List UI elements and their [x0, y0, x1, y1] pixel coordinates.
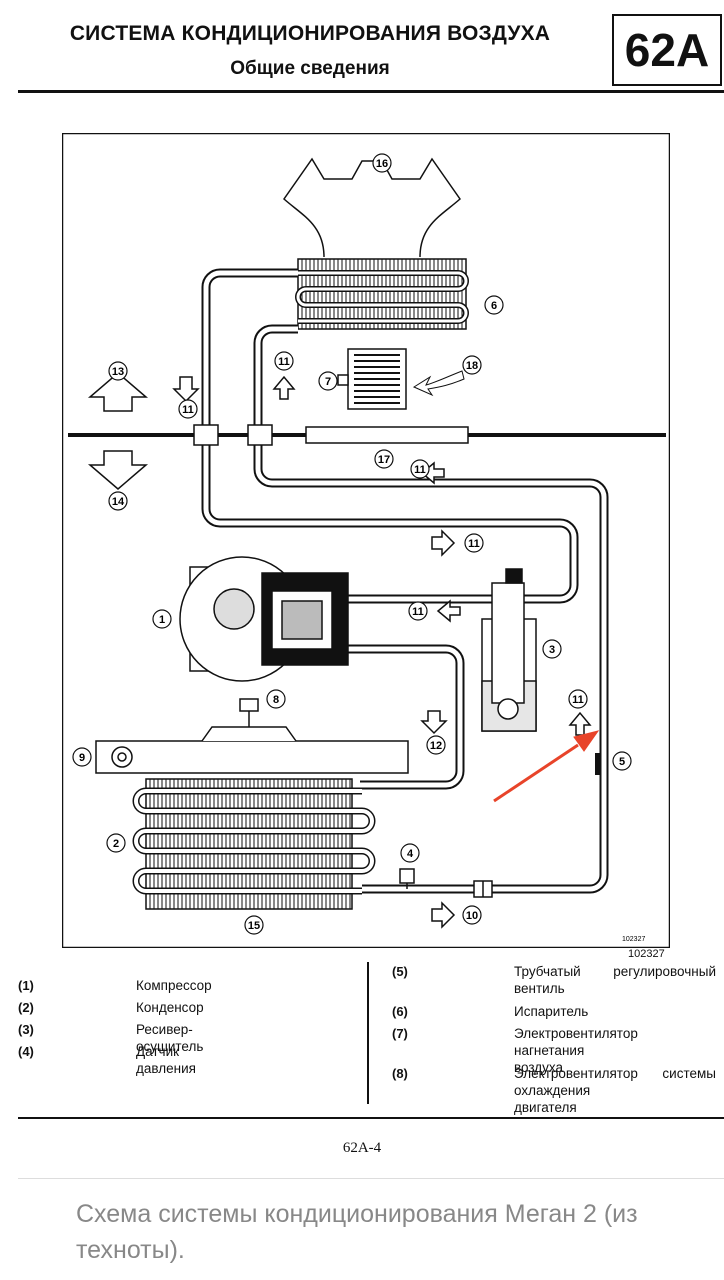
callout-3: 3: [542, 639, 562, 659]
svg-text:17: 17: [378, 454, 390, 466]
svg-text:16: 16: [376, 158, 388, 170]
legend-num-8: (8): [392, 1066, 408, 1081]
callout-8: 8: [266, 689, 286, 709]
callout-10: 10: [462, 905, 482, 925]
section-badge: 62A: [612, 14, 722, 86]
callout-6: 6: [484, 295, 504, 315]
svg-text:12: 12: [430, 740, 442, 752]
callout-13: 13: [108, 361, 128, 381]
legend-num-5: (5): [392, 964, 408, 979]
page-number: 62A-4: [342, 1140, 382, 1156]
callout-11-4: 11: [464, 533, 484, 553]
legend-item-fan-line2: охлаждения двигателя: [514, 1083, 591, 1115]
blower-fan: [337, 348, 407, 410]
svg-text:11: 11: [278, 356, 290, 368]
svg-text:11: 11: [412, 606, 424, 618]
svg-text:13: 13: [112, 366, 124, 378]
evaporator: [295, 258, 469, 330]
valve-marker-5: [595, 753, 601, 775]
legend-num-3: (3): [18, 1022, 34, 1037]
legend-num-4: (4): [18, 1044, 34, 1059]
figure-number: 102327: [628, 948, 665, 960]
svg-text:9: 9: [79, 752, 85, 764]
svg-text:8: 8: [273, 694, 279, 706]
callout-11-3: 11: [410, 459, 430, 479]
callout-11-2: 11: [178, 399, 198, 419]
callout-9: 9: [72, 747, 92, 767]
legend-item-valve-line2: вентиль: [514, 981, 565, 996]
callout-11: 11: [274, 351, 294, 371]
legend-item-fan-line1: Электровентилятор системы: [514, 1066, 716, 1081]
callout-16: 16: [372, 153, 392, 173]
svg-text:5: 5: [619, 756, 625, 768]
legend-item-pressure-sensor: Датчик давления: [136, 1044, 196, 1076]
svg-text:11: 11: [182, 404, 194, 416]
svg-text:7: 7: [325, 376, 331, 388]
svg-text:11: 11: [468, 538, 480, 550]
legend-num-2: (2): [18, 1000, 34, 1015]
receiver-drier: [481, 568, 537, 732]
legend-item-valve-line1: Трубчатый регулировочный: [514, 964, 716, 979]
air-out-arrow: [283, 157, 461, 258]
image-caption: Схема системы кондиционирования Меган 2 …: [76, 1200, 638, 1264]
callout-18: 18: [462, 355, 482, 375]
pressure-sensor: [399, 868, 415, 889]
callout-2: 2: [106, 833, 126, 853]
footer-divider: [18, 1117, 724, 1119]
svg-text:14: 14: [112, 496, 125, 508]
svg-text:15: 15: [248, 920, 260, 932]
callout-7: 7: [318, 371, 338, 391]
svg-text:3: 3: [549, 644, 555, 656]
airflow-arrows: [87, 372, 592, 929]
svg-text:18: 18: [466, 360, 478, 372]
radiator-bar: [95, 698, 409, 774]
callout-11-5: 11: [408, 601, 428, 621]
annotation-arrow: [493, 730, 600, 803]
callout-11-6: 11: [568, 689, 588, 709]
legend-num-1: (1): [18, 978, 34, 993]
legend-item-condenser: Конденсор: [136, 1000, 204, 1015]
svg-text:10: 10: [466, 910, 478, 922]
small-figure-code: 102327: [622, 936, 645, 943]
section-subtitle: Общие сведения: [230, 58, 390, 79]
airflow-arrow-18: [412, 370, 465, 397]
callout-12: 12: [426, 735, 446, 755]
callout-4: 4: [400, 843, 420, 863]
condenser: [132, 778, 376, 910]
svg-text:6: 6: [491, 300, 497, 312]
svg-text:4: 4: [407, 848, 414, 860]
callout-1: 1: [152, 609, 172, 629]
legend-item-evaporator: Испаритель: [514, 1004, 589, 1019]
callout-15: 15: [244, 915, 264, 935]
legend-item-blower-line2: нагнетания воздуха: [514, 1043, 585, 1075]
bulkhead-fittings: [193, 424, 469, 446]
header-divider: [18, 90, 724, 93]
svg-text:11: 11: [414, 464, 426, 476]
legend-divider: [367, 962, 369, 1104]
legend-num-6: (6): [392, 1004, 408, 1019]
legend-item-blower-line1: Электровентилятор: [514, 1026, 638, 1041]
compressor: [179, 556, 349, 682]
expansion-valve: [473, 880, 493, 898]
caption-divider: [18, 1178, 724, 1179]
section-title: СИСТЕМА КОНДИЦИОНИРОВАНИЯ ВОЗДУХА: [69, 22, 551, 45]
legend-item-receiver-drier: Ресивер-осушитель: [136, 1022, 204, 1054]
callout-17: 17: [374, 449, 394, 469]
callout-14: 14: [108, 491, 128, 511]
callout-5: 5: [612, 751, 632, 771]
legend-item-compressor: Компрессор: [136, 978, 212, 993]
legend-num-7: (7): [392, 1026, 408, 1041]
svg-text:1: 1: [159, 614, 165, 626]
svg-text:11: 11: [572, 694, 584, 706]
svg-text:2: 2: [113, 838, 119, 850]
